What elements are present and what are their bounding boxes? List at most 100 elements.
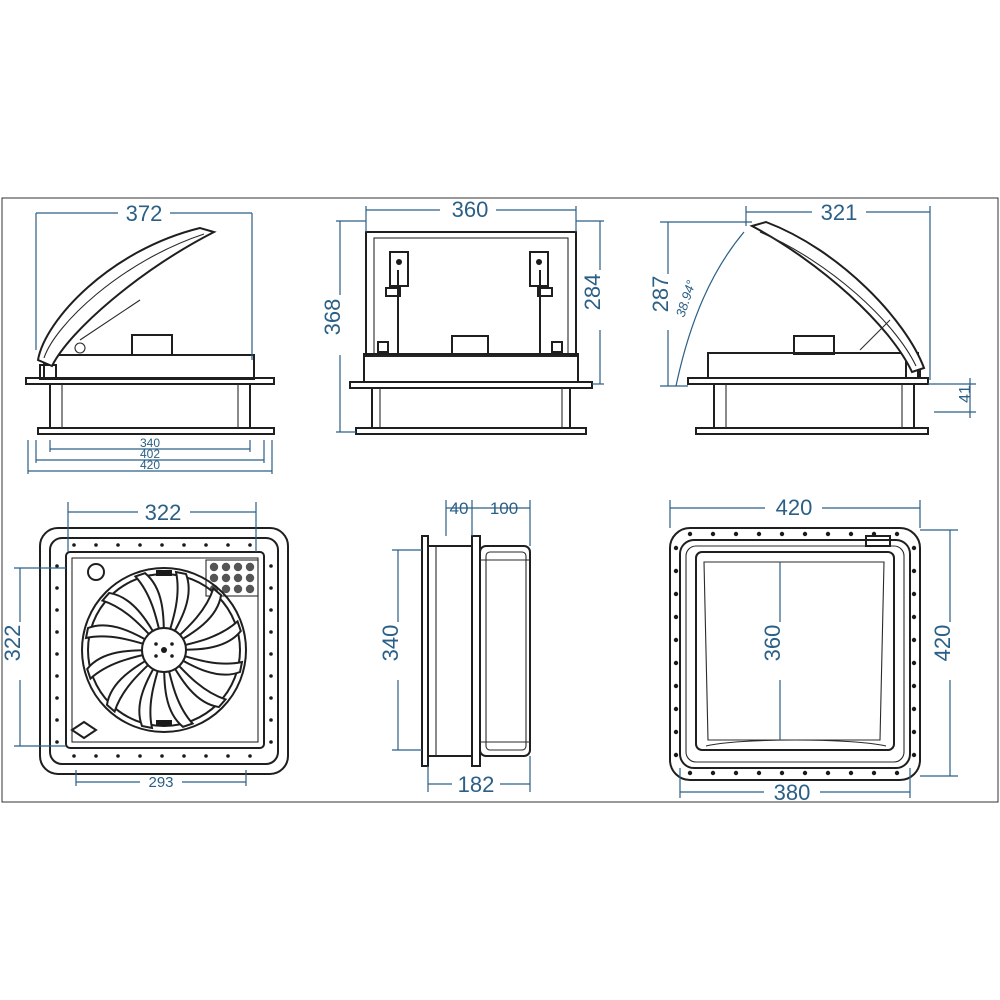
screw-hole (55, 564, 59, 568)
mount-hole (911, 545, 917, 551)
screw-hole (138, 754, 142, 758)
dim-frame-inner: 360 (760, 625, 785, 662)
dim-frame-right: 420 (930, 625, 955, 662)
screw-hole (269, 740, 273, 744)
mount-hole (894, 770, 900, 776)
mount-hole (911, 729, 917, 735)
mount-hole (673, 568, 679, 574)
view-bottom-fan: 322 322 293 (0, 500, 289, 791)
screw-hole (204, 543, 208, 547)
mount-hole (802, 770, 808, 776)
mount-hole (673, 752, 679, 758)
mount-hole (802, 531, 808, 537)
screw-hole (116, 543, 120, 547)
screw-hole (226, 543, 230, 547)
dim-fan-bottom: 293 (148, 774, 173, 791)
vent-dot (245, 573, 255, 583)
screw-hole (269, 718, 273, 722)
view-side-right: 38.94° 321 287 41 (648, 200, 976, 435)
fan-blade (163, 619, 242, 651)
vent-dot (245, 562, 255, 572)
mount-hole (825, 531, 831, 537)
mount-hole (673, 660, 679, 666)
mount-hole (911, 752, 917, 758)
dim-fan-left: 322 (0, 625, 25, 662)
dim-front-left: 368 (320, 299, 345, 336)
dim-frame-bottom: 380 (774, 780, 811, 805)
dim-front-top: 360 (452, 197, 489, 222)
screw-hole (269, 630, 273, 634)
dim-side-right-top: 321 (821, 200, 858, 225)
dim-side-left-402: 402 (140, 447, 160, 461)
screw-hole (72, 543, 76, 547)
screw-hole (94, 543, 98, 547)
screw-hole (226, 754, 230, 758)
screw-hole (55, 586, 59, 590)
view-profile: 40 100 340 182 (378, 499, 531, 797)
mount-hole (733, 770, 739, 776)
mount-hole (687, 770, 693, 776)
fan-blade (100, 591, 165, 651)
fan-blade (163, 649, 195, 728)
vent-dot (233, 573, 243, 583)
mount-hole (848, 531, 854, 537)
view-side-left: 372 340 402 420 (25, 201, 275, 474)
screw-hole (269, 586, 273, 590)
screw-hole (94, 754, 98, 758)
screw-hole (55, 608, 59, 612)
screw-hole (204, 754, 208, 758)
vent-dot (245, 584, 255, 594)
screw-hole (55, 652, 59, 656)
dim-profile-40: 40 (450, 499, 469, 518)
mount-hole (756, 531, 762, 537)
screw-hole (55, 740, 59, 744)
mount-hole (673, 591, 679, 597)
mount-hole (911, 591, 917, 597)
screw-hole (269, 652, 273, 656)
dim-profile-100: 100 (490, 499, 518, 518)
vent-dot (233, 562, 243, 572)
mount-hole (687, 531, 693, 537)
mount-hole (779, 531, 785, 537)
mount-hole (673, 729, 679, 735)
screw-hole (269, 608, 273, 612)
screw-hole (55, 630, 59, 634)
screw-hole (269, 564, 273, 568)
mount-hole (756, 770, 762, 776)
fan-blade (105, 649, 165, 714)
screw-hole (55, 696, 59, 700)
screw-hole (248, 543, 252, 547)
mount-hole (871, 770, 877, 776)
mount-hole (673, 545, 679, 551)
vent-dot (221, 584, 231, 594)
screw-hole (248, 754, 252, 758)
screw-hole (55, 674, 59, 678)
fan-blade (163, 586, 223, 651)
mount-hole (733, 531, 739, 537)
dim-side-right-angle: 38.94° (673, 278, 699, 319)
dim-side-left-340: 340 (140, 436, 160, 450)
fan-blade (163, 649, 228, 709)
mount-hole (673, 637, 679, 643)
dim-fan-top: 322 (145, 500, 182, 525)
screw-hole (138, 543, 142, 547)
mount-hole (911, 706, 917, 712)
mount-hole (911, 614, 917, 620)
view-top-frame: 420 420 360 380 (669, 495, 958, 805)
screw-hole (269, 696, 273, 700)
mount-hole (825, 770, 831, 776)
mount-hole (779, 770, 785, 776)
screw-hole (269, 674, 273, 678)
vent-dot (221, 562, 231, 572)
screw-hole (160, 754, 164, 758)
mount-hole (673, 614, 679, 620)
mount-hole (673, 683, 679, 689)
mount-hole (848, 770, 854, 776)
screw-hole (182, 543, 186, 547)
dim-side-left-top: 372 (126, 201, 163, 226)
vent-dot (209, 573, 219, 583)
dim-profile-bottom: 182 (458, 772, 495, 797)
dim-side-left-420: 420 (140, 458, 160, 472)
drawing-border (1, 197, 999, 803)
